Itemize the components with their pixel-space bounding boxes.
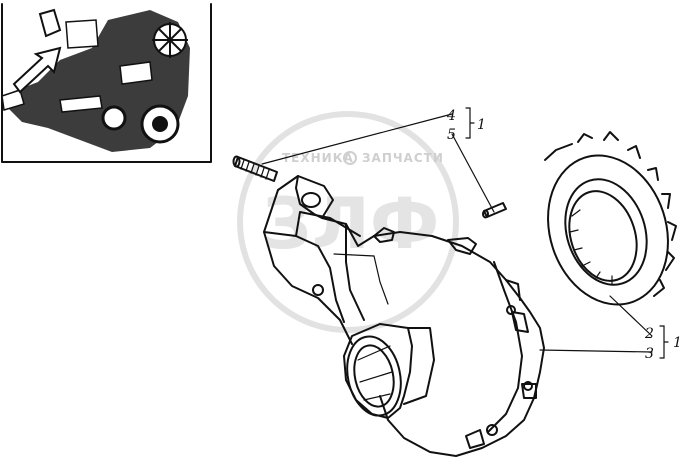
watermark-logo: ЗЛФ bbox=[262, 183, 439, 265]
toothed-ring-part bbox=[544, 131, 677, 306]
callout-bracket-bottom bbox=[659, 325, 669, 359]
watermark-right-text: ЗАПЧАСТИ bbox=[362, 151, 444, 165]
leader-line-housing bbox=[539, 349, 653, 353]
stud-part bbox=[232, 155, 278, 182]
pin-part bbox=[482, 202, 507, 219]
callout-label-3: 3 bbox=[645, 346, 654, 362]
engine-locator-inset bbox=[1, 3, 212, 163]
callout-label-assembly-top: 1 bbox=[477, 117, 486, 133]
callout-bracket-top bbox=[465, 107, 475, 139]
callout-group-bottom: 2 3 1 bbox=[539, 295, 682, 362]
callout-label-4: 4 bbox=[446, 108, 456, 124]
arrow-pointer-icon bbox=[12, 46, 62, 94]
callout-label-assembly-bottom: 1 bbox=[673, 335, 682, 351]
callout-label-5: 5 bbox=[447, 127, 456, 143]
watermark-gear-icon bbox=[343, 151, 357, 165]
callout-label-2: 2 bbox=[644, 326, 654, 342]
engine-thumbnail-image bbox=[1, 8, 190, 152]
leader-line-ring bbox=[609, 295, 653, 337]
leader-line-pin bbox=[451, 133, 495, 213]
leader-line-stud bbox=[261, 113, 453, 165]
inset-frame bbox=[1, 3, 212, 163]
watermark: ЗЛФ ТЕХНИКА ЗАПЧАСТИ bbox=[237, 111, 459, 333]
callout-group-top: 4 5 1 bbox=[261, 107, 495, 213]
fan-housing-part bbox=[263, 175, 545, 457]
